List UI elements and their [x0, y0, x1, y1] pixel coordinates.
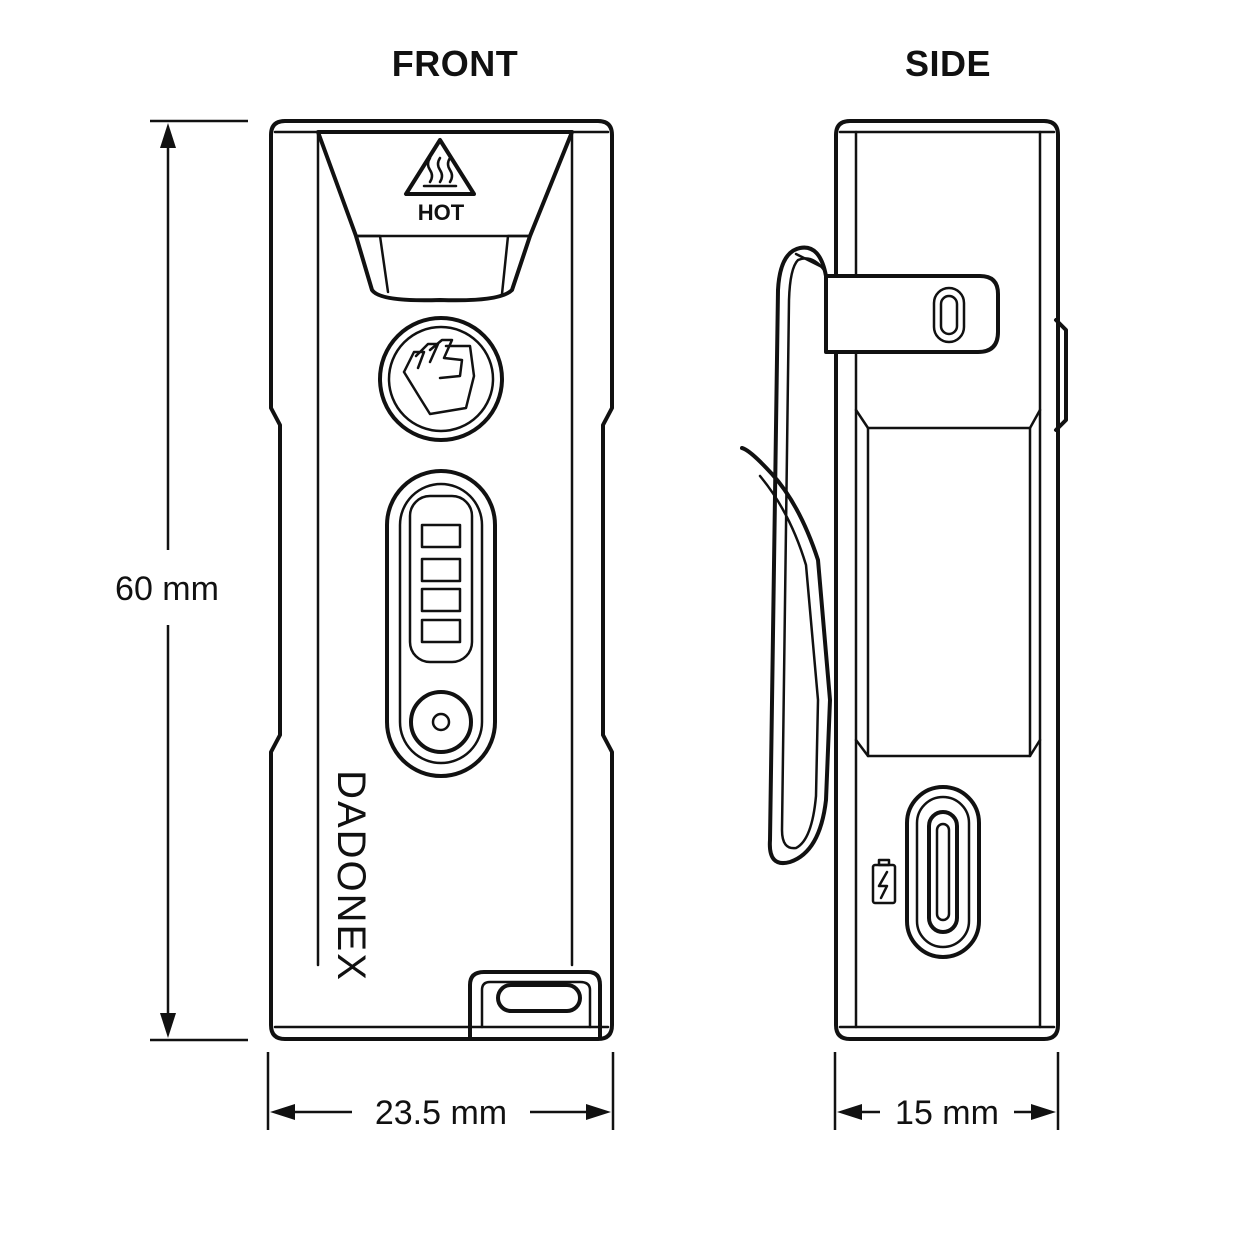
front-view: HOT DADONEX — [269, 119, 614, 1041]
level-bar-1 — [420, 618, 462, 644]
battery-body — [871, 863, 897, 905]
height-label: 60 mm — [115, 570, 219, 608]
front-body-outline — [269, 119, 614, 1041]
front-width-dimension: 23.5 mm — [266, 1052, 615, 1132]
clip-wire-inner — [758, 257, 826, 850]
logo-ring-outer — [378, 316, 504, 442]
clip-wire — [740, 245, 832, 865]
logo-ring-inner — [387, 325, 495, 433]
front-lens-facet-left — [354, 234, 390, 294]
belt-clip-icon — [740, 245, 1000, 865]
hot-surface-warning-icon — [404, 138, 476, 196]
level-bar-4 — [420, 523, 462, 549]
battery-charging-icon — [871, 858, 897, 905]
indicator-window — [408, 494, 474, 664]
hot-label: HOT — [418, 200, 465, 225]
brand-text: DADONEX — [329, 770, 373, 982]
height-arrow-down — [160, 1013, 176, 1038]
side-button-bump — [1054, 318, 1068, 432]
port-tongue — [935, 822, 951, 922]
clip-screw-slot-inner — [939, 294, 959, 336]
front-width-label: 23.5 mm — [375, 1094, 507, 1132]
side-view — [740, 119, 1068, 1041]
side-view-title: SIDE — [905, 43, 991, 84]
front-lens-facet-right — [500, 234, 532, 296]
height-arrow-up — [160, 123, 176, 148]
port-bezel-inner — [915, 795, 971, 949]
front-lens-housing — [316, 130, 574, 303]
front-view-title: FRONT — [392, 43, 518, 84]
side-width-label: 15 mm — [895, 1094, 999, 1132]
height-dimension: 60 mm — [115, 119, 248, 1042]
lanyard-notch — [468, 970, 602, 1039]
lanyard-slot — [496, 983, 582, 1013]
control-panel — [385, 469, 497, 778]
side-body-outline — [834, 119, 1060, 1041]
warning-triangle — [404, 138, 476, 196]
side-band-bottom — [854, 738, 1042, 758]
control-pill-inner — [398, 482, 484, 765]
level-bar-3 — [420, 557, 462, 583]
charge-bolt — [877, 870, 889, 900]
power-button-ring — [409, 690, 473, 754]
port-opening — [927, 810, 959, 934]
side-width-arrow-right — [1031, 1104, 1056, 1120]
usb-c-port-icon — [905, 785, 981, 959]
clip-base-plate — [824, 274, 1000, 354]
control-pill-outer — [385, 469, 497, 778]
side-width-arrow-left — [837, 1104, 862, 1120]
heat-waves — [426, 156, 454, 184]
side-band-top — [854, 408, 1042, 430]
lanyard-notch-inner — [480, 980, 592, 1029]
power-button-dot — [431, 712, 451, 732]
power-button-icon — [409, 690, 473, 754]
fist-logo-icon — [378, 316, 504, 442]
level-bar-2 — [420, 587, 462, 613]
battery-level-indicator-icon — [420, 523, 462, 644]
front-width-arrow-left — [270, 1104, 295, 1120]
clip-top-rim — [794, 252, 826, 270]
side-width-dimension: 15 mm — [833, 1052, 1060, 1132]
fist-shape — [402, 338, 476, 416]
battery-cap — [877, 858, 891, 867]
front-width-arrow-right — [586, 1104, 611, 1120]
port-bezel-outer — [905, 785, 981, 959]
clip-screw-slot-outer — [932, 286, 966, 344]
